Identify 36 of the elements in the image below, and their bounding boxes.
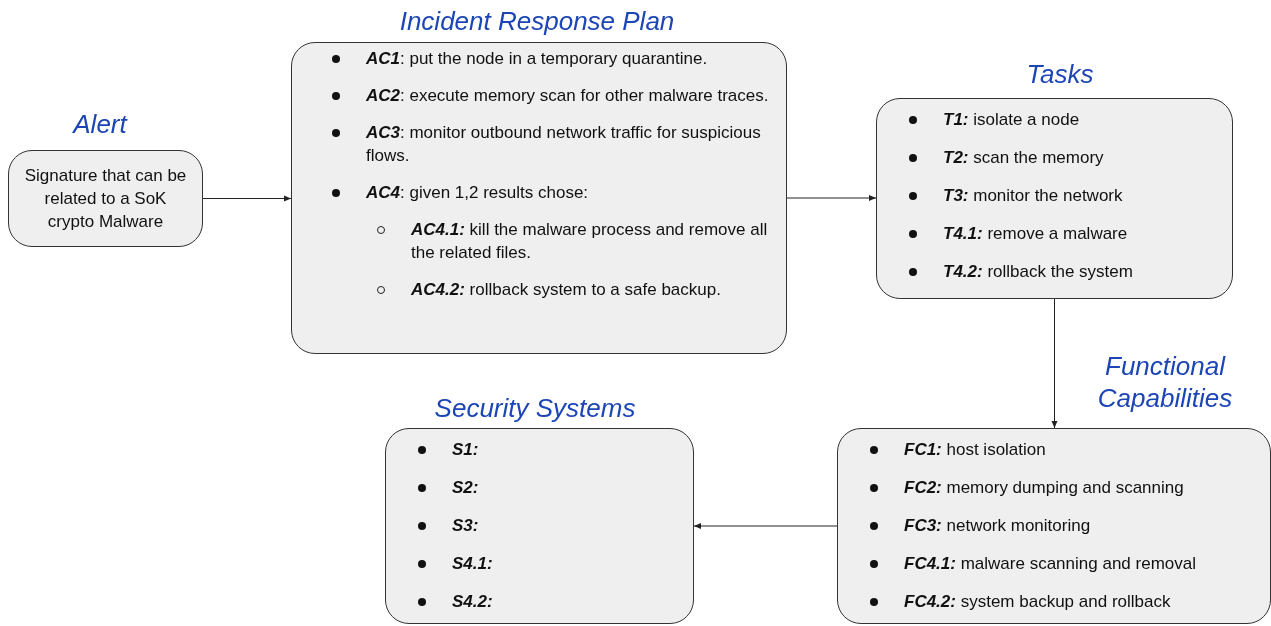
rounded-box — [8, 150, 203, 247]
box-heading: Incident Response Plan — [398, 5, 676, 37]
list-item: T4.1: remove a malware — [943, 223, 1128, 245]
box-heading: Alert — [71, 108, 129, 140]
list-item: S2: — [452, 477, 479, 499]
list-item: S4.2: — [452, 591, 493, 613]
list-item: S3: — [452, 515, 479, 537]
box-heading: Security Systems — [433, 392, 637, 424]
list-item: AC3: monitor outbound network traffic for suspicious flows. — [366, 122, 762, 167]
list-item: AC4: given 1,2 results chose: — [366, 182, 589, 204]
list-item: AC4.2: rollback system to a safe backup. — [411, 279, 721, 301]
list-item: FC4.2: system backup and rollback — [904, 591, 1171, 613]
list-item: T2: scan the memory — [943, 147, 1104, 169]
list-item: T4.2: rollback the system — [943, 261, 1133, 283]
arrow — [786, 195, 877, 201]
list-item: AC2: execute memory scan for other malware traces. — [366, 85, 769, 107]
rounded-box — [385, 428, 694, 624]
list-item: T3: monitor the network — [943, 185, 1123, 207]
rounded-box — [876, 98, 1233, 299]
box-heading: Tasks — [1025, 58, 1095, 90]
list-item: S1: — [452, 439, 479, 461]
arrow — [693, 523, 838, 529]
rounded-box — [837, 428, 1271, 624]
list-item: S4.1: — [452, 553, 493, 575]
list-item: FC1: host isolation — [904, 439, 1046, 461]
list-item: T1: isolate a node — [943, 109, 1080, 131]
list-item: FC3: network monitoring — [904, 515, 1091, 537]
arrow — [202, 195, 292, 202]
rounded-box — [291, 42, 787, 354]
box-heading: Functional Capabilities — [1096, 350, 1234, 414]
list-item: FC4.1: malware scanning and removal — [904, 553, 1196, 575]
arrow — [1051, 298, 1058, 429]
list-item: FC2: memory dumping and scanning — [904, 477, 1184, 499]
list-item: AC1: put the node in a temporary quarantine. — [366, 48, 708, 70]
alert-text: Signature that can be related to a SoK crypto Malware — [23, 165, 188, 233]
list-item: AC4.1: kill the malware process and remove all the related files. — [411, 219, 769, 264]
